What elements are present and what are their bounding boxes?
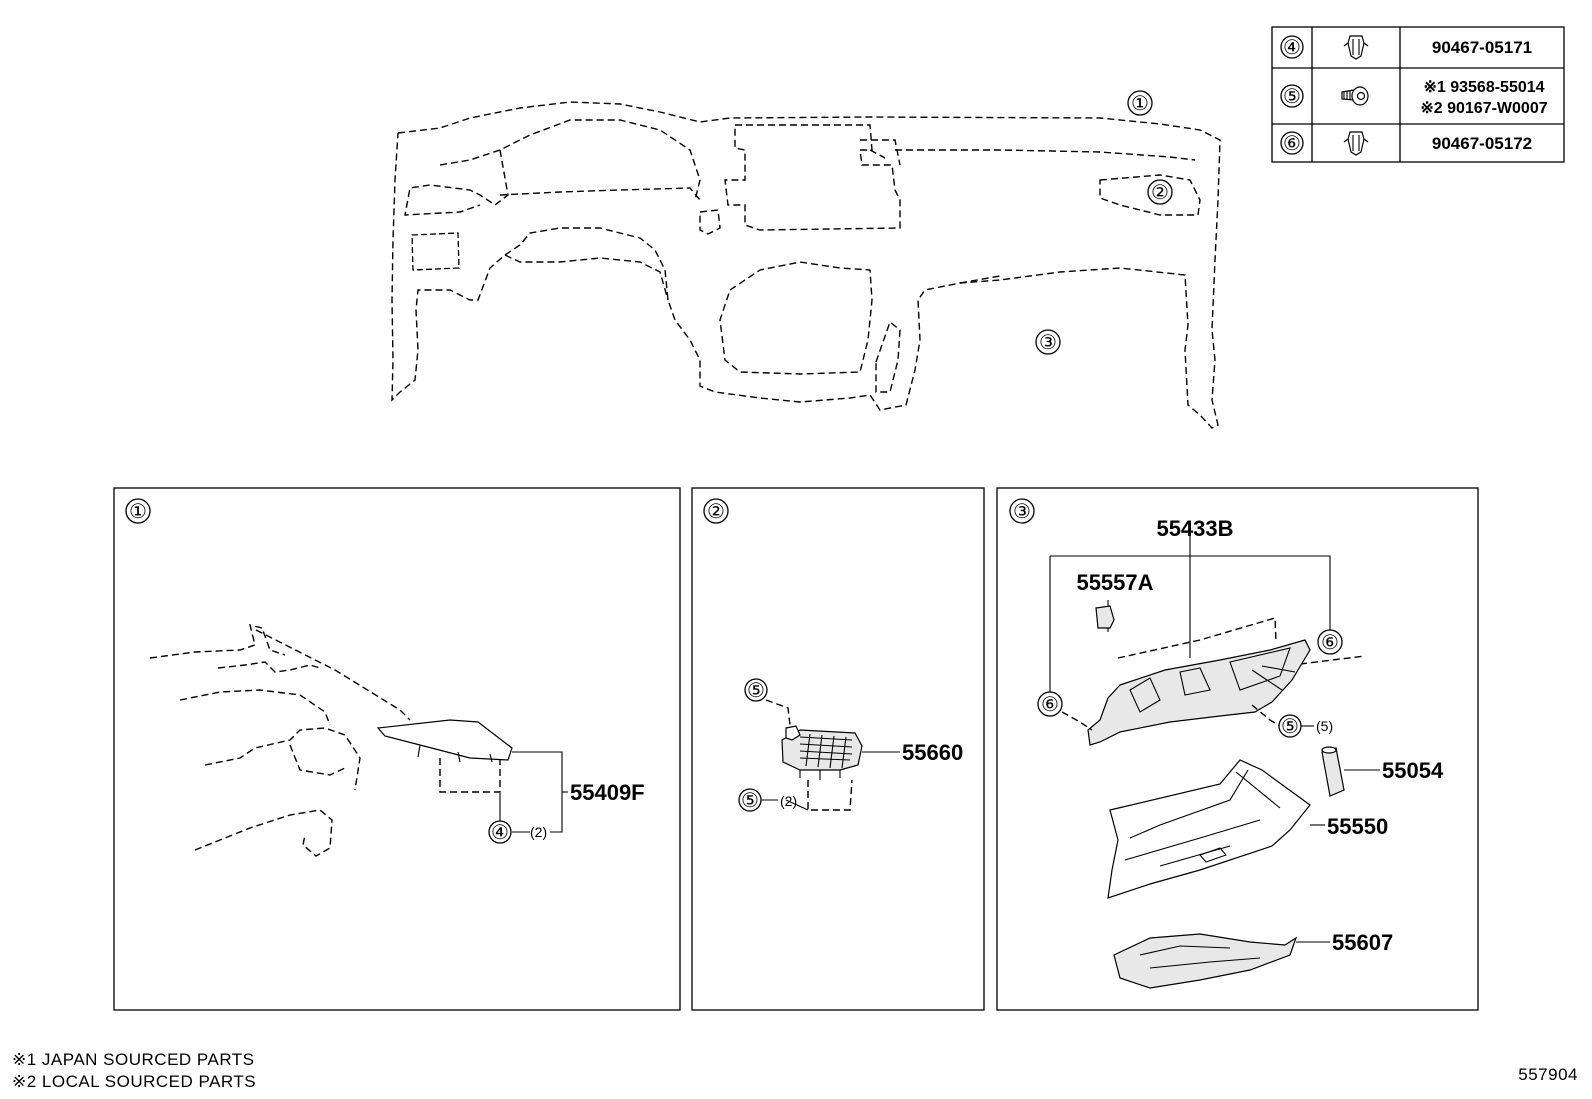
legend-table: ④ 90467-05171 ⑤ ※1 93568-55014 ※2 90167-…	[1271, 26, 1565, 163]
panel-2-fastener-callout-top: ⑤	[744, 678, 768, 702]
panel-1-marker: ①	[125, 498, 151, 524]
part-number-55557A: 55557A	[1076, 570, 1153, 595]
part-55607-lower	[1113, 933, 1330, 989]
panel-1-fastener-callout: ④ (2)	[488, 820, 547, 844]
part-55660-vent	[781, 725, 863, 780]
clip-icon	[1343, 131, 1369, 156]
footnote-japan: ※1 JAPAN SOURCED PARTS	[12, 1050, 255, 1069]
svg-text:(2): (2)	[530, 824, 547, 840]
overview-callout-3: ③	[1035, 329, 1061, 355]
legend-part-5b: ※2 90167-W0007	[1420, 100, 1547, 117]
svg-text:(5): (5)	[1316, 718, 1333, 734]
svg-text:(2): (2)	[780, 793, 797, 809]
svg-text:②: ②	[707, 501, 725, 523]
dashboard-overview	[391, 101, 1221, 429]
panel-2-leaders	[765, 699, 900, 811]
panel-2-fastener-callout-bottom: ⑤ (2)	[738, 788, 797, 812]
footnote-local: ※2 LOCAL SOURCED PARTS	[12, 1072, 257, 1091]
svg-text:③: ③	[1039, 332, 1057, 354]
legend-ref-6: ⑥	[1283, 133, 1301, 155]
panel-2-frame	[691, 487, 985, 1011]
svg-text:⑤: ⑤	[747, 680, 765, 702]
overview-callout-2: ②	[1147, 179, 1173, 205]
part-55550-door	[1107, 759, 1325, 899]
part-55557A-latch	[1095, 605, 1115, 629]
svg-text:①: ①	[1131, 93, 1149, 115]
svg-text:⑥: ⑥	[1041, 694, 1059, 716]
part-number-55409F: 55409F	[570, 780, 645, 805]
overview-callout-1: ①	[1127, 90, 1153, 116]
panel-3-marker: ③	[1009, 498, 1035, 524]
svg-text:②: ②	[1151, 182, 1169, 204]
legend-part-4: 90467-05171	[1432, 38, 1532, 57]
panel-2-marker: ②	[703, 498, 729, 524]
legend-row-6: ⑥ 90467-05172	[1280, 131, 1532, 156]
svg-text:①: ①	[129, 501, 147, 523]
panel-3-clip-callout-right: ⑥	[1317, 629, 1343, 655]
panel-3-frame	[996, 487, 1479, 1011]
screw-icon	[1341, 86, 1369, 106]
legend-ref-4: ④	[1283, 37, 1301, 59]
svg-text:④: ④	[491, 822, 509, 844]
legend-part-6: 90467-05172	[1432, 134, 1532, 153]
legend-part-5a: ※1 93568-55014	[1423, 79, 1544, 96]
svg-text:⑥: ⑥	[1321, 632, 1339, 654]
legend-row-5: ⑤ ※1 93568-55014 ※2 90167-W0007	[1280, 79, 1548, 117]
legend-ref-5: ⑤	[1283, 86, 1301, 108]
part-number-55433B: 55433B	[1156, 516, 1233, 541]
part-55409F-cover	[376, 719, 513, 793]
clip-icon	[1343, 35, 1369, 60]
svg-text:⑤: ⑤	[741, 790, 759, 812]
diagram-code: 557904	[1518, 1065, 1578, 1084]
panel-3-clip-callout-left: ⑥	[1037, 691, 1093, 731]
legend-row-4: ④ 90467-05171	[1280, 35, 1532, 60]
part-number-55054: 55054	[1382, 758, 1444, 783]
svg-text:⑤: ⑤	[1281, 716, 1299, 738]
panel-1-leaders	[499, 751, 568, 833]
svg-text:③: ③	[1013, 501, 1031, 523]
part-number-55607: 55607	[1332, 930, 1393, 955]
panel-3-screw-callout: ⑤ (5)	[1251, 704, 1333, 738]
panel-1-context-dash	[149, 624, 411, 857]
part-55054-damper	[1321, 746, 1380, 797]
part-number-55660: 55660	[902, 740, 963, 765]
panel-1-frame	[113, 487, 681, 1011]
part-number-55550: 55550	[1327, 814, 1388, 839]
part-55433B-frame	[1087, 617, 1366, 746]
